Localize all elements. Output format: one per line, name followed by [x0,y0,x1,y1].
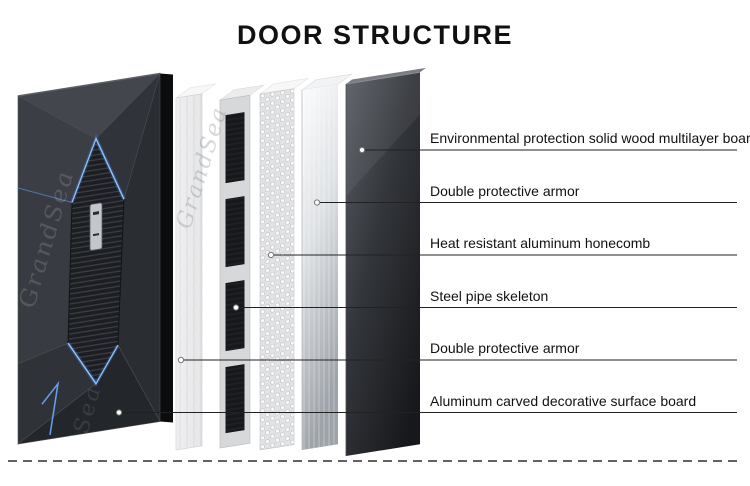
leader-dots [115,146,366,416]
door-handle [89,202,103,251]
page-title: DOOR STRUCTURE [237,20,513,50]
skeleton-windows [225,112,245,434]
door-facets [16,72,161,445]
layer-aluminum-honeycomb [259,77,309,451]
layer-label-steel-pipe-skeleton: Steel pipe skeleton [430,288,549,304]
layer-label-protective-armor-rear: Double protective armor [430,183,580,199]
layer-decorative-door-panel: GrandSea GrandSea [13,72,173,486]
layer-label-decorative-surface-board: Aluminum carved decorative surface board [430,393,697,409]
layer-wood-multilayer-board [345,67,426,457]
layer-label-wood-multilayer-board: Environmental protection solid wood mult… [430,130,750,146]
leader-lines [119,149,737,413]
layer-label-protective-armor-front: Double protective armor [430,340,580,356]
door-led-accents [17,133,126,435]
layer-steel-pipe-skeleton [219,84,265,449]
layer-label-aluminum-honeycomb: Heat resistant aluminum honecomb [430,235,651,251]
layer-protective-armor-rear [301,73,353,451]
